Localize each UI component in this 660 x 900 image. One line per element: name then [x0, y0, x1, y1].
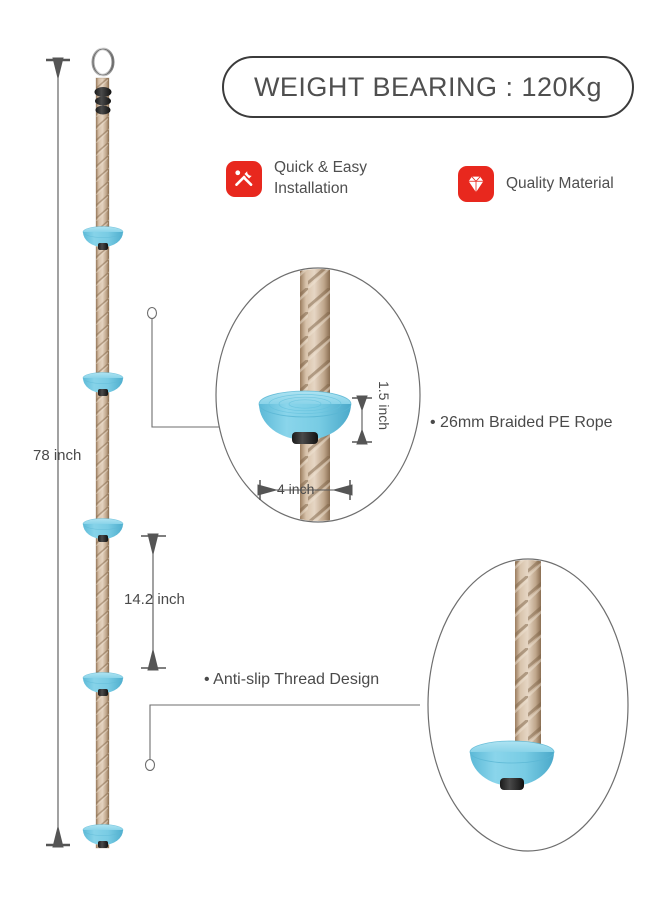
main-rope	[95, 77, 110, 849]
platform-disc	[82, 518, 124, 542]
diamond-icon	[458, 166, 494, 202]
leader-line-upper	[146, 306, 219, 428]
total-length-label: 78 inch	[33, 447, 82, 464]
callout-thread-design: • Anti-slip Thread Design	[204, 671, 380, 688]
top-binding-knots	[94, 87, 112, 115]
platform-disc	[82, 226, 124, 250]
feature-quick-easy-installation: Quick & Easy Installation	[226, 158, 367, 200]
leader-line-lower	[144, 704, 420, 772]
platform-disc	[82, 372, 124, 396]
feature-quality-material: Quality Material	[458, 166, 614, 202]
platform-disc	[82, 824, 124, 848]
platform-disc	[82, 672, 124, 696]
callout-rope-spec: • 26mm Braided PE Rope	[430, 414, 613, 431]
weight-bearing-title: WEIGHT BEARING : 120Kg	[253, 71, 603, 102]
magnifier-lower	[427, 558, 629, 852]
feature-label: Quick & Easy Installation	[274, 159, 368, 197]
platform-height-label: 1.5 inch	[376, 381, 392, 431]
spacing-label: 14.2 inch	[124, 591, 185, 608]
hanging-ring-icon	[91, 47, 115, 77]
feature-label: Quality Material	[506, 174, 614, 192]
tools-icon	[226, 160, 262, 197]
weight-bearing-banner: WEIGHT BEARING : 120Kg	[222, 56, 634, 118]
platform-width-label: 4 inch	[277, 481, 315, 497]
platform-height-dimension	[352, 395, 372, 445]
